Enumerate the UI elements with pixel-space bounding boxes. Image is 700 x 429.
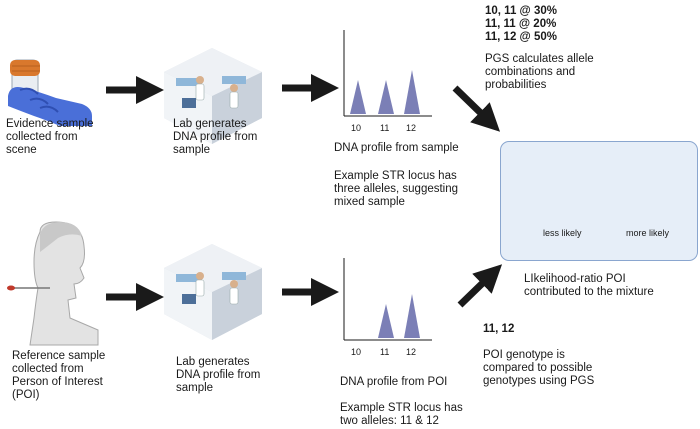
poi-peak-12 — [404, 294, 420, 338]
gauge-panel — [500, 141, 698, 261]
evidence-sample-label: Evidence sample collected from scene — [6, 118, 94, 156]
profile-caption-bottom: DNA profile from POI — [340, 376, 448, 388]
gauge-more-label: more likely — [626, 228, 670, 238]
person-profile-icon — [29, 221, 99, 346]
profile-note-bottom: Example STR locus has two alleles: 11 & … — [340, 402, 463, 427]
poi-peak-11 — [378, 304, 394, 338]
gauge-less-label: less likely — [543, 228, 582, 238]
tick-10-bottom: 10 — [351, 347, 362, 357]
tick-11-top: 11 — [380, 123, 390, 133]
arrow-diagonal-up — [457, 264, 503, 308]
poi-description: POI genotype is compared to possible gen… — [483, 349, 595, 387]
poi-genotype: 11, 12 — [483, 323, 515, 335]
lab-room-icon-top — [164, 48, 262, 144]
lab-step-bottom-label: Lab generates DNA profile from sample — [176, 356, 261, 394]
allele-peak-10 — [350, 80, 366, 114]
allele-peak-12 — [404, 70, 420, 114]
reference-sample-label: Reference sample collected from Person o… — [12, 350, 106, 401]
combination-list: 10, 11 @ 30% 11, 11 @ 20% 11, 12 @ 50% — [485, 5, 557, 43]
swab-icon — [7, 285, 50, 291]
tick-12-bottom: 12 — [406, 347, 417, 357]
pgs-description: PGS calculates allele combinations and p… — [485, 53, 594, 91]
tick-11-bottom: 11 — [380, 347, 390, 357]
gloved-hand-icon — [8, 87, 92, 126]
likelihood-caption: LIkelihood-ratio POI contributed to the … — [524, 273, 654, 298]
lab-room-icon-bottom — [164, 244, 262, 340]
profile-chart-top — [343, 30, 432, 117]
profile-note-top: Example STR locus has three alleles, sug… — [334, 170, 459, 208]
profile-chart-bottom — [343, 258, 432, 341]
allele-peak-11 — [378, 80, 394, 114]
arrow-diagonal-down — [452, 85, 501, 132]
profile-caption-top: DNA profile from sample — [334, 142, 459, 154]
tick-12-top: 12 — [406, 123, 417, 133]
tick-10-top: 10 — [351, 123, 362, 133]
lab-step-top-label: Lab generates DNA profile from sample — [173, 118, 258, 156]
